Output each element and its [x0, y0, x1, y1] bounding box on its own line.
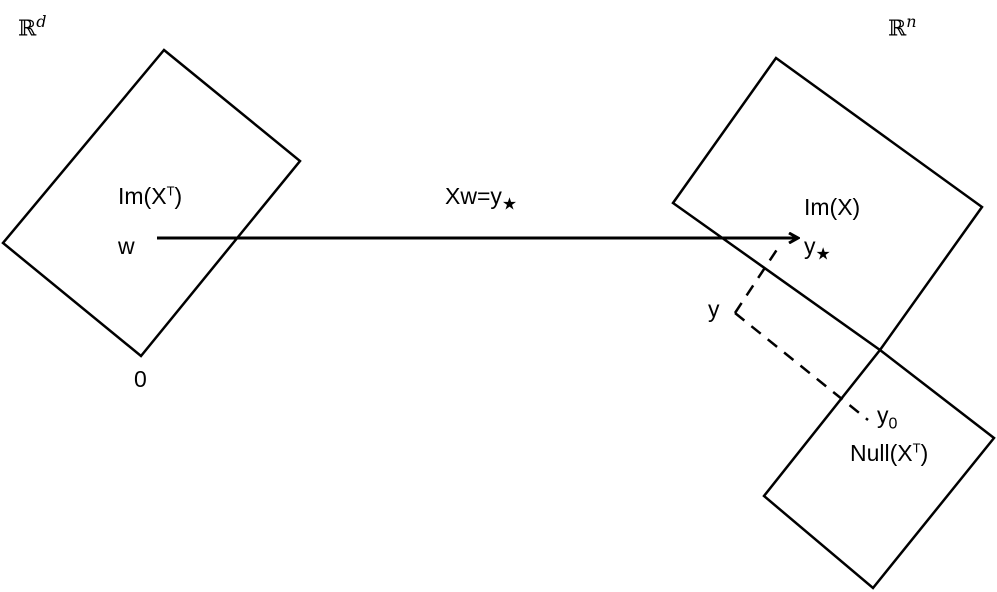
space-rn-exponent: n	[906, 12, 917, 31]
y-label: y	[708, 296, 720, 322]
equation-base: Xw=y	[445, 183, 502, 209]
equation-label: Xw=y★	[445, 183, 517, 213]
w-label: w	[118, 233, 135, 259]
y-star-label: y★	[804, 233, 831, 263]
y0-sub: 0	[888, 415, 898, 433]
y0-label: y0	[877, 402, 897, 433]
y-star-sub: ★	[815, 244, 831, 264]
im-xt-sup: T	[166, 183, 175, 199]
im-x-label: Im(X)	[804, 194, 861, 220]
null-xt-base: Null(X	[850, 440, 913, 466]
y0-base: y	[877, 402, 889, 428]
null-xt-region	[762, 348, 996, 590]
im-xt-label: Im(XT)	[118, 183, 183, 209]
space-rn-symbol: ℝ	[888, 16, 907, 42]
space-rd-symbol: ℝ	[18, 16, 37, 42]
space-rd-label: ℝd	[18, 14, 47, 40]
equation-sub: ★	[501, 194, 518, 214]
projection-to-ystar-line	[733, 247, 780, 314]
space-rd-exponent: d	[36, 12, 47, 31]
im-xt-close: )	[174, 183, 183, 209]
space-rn-label: ℝn	[888, 14, 917, 40]
projection-to-y0-line	[734, 312, 869, 421]
null-xt-close: )	[920, 440, 929, 466]
y-star-base: y	[804, 233, 816, 259]
null-xt-sup: T	[912, 440, 921, 456]
null-xt-label: Null(XT)	[850, 440, 929, 466]
origin-label: 0	[134, 366, 147, 392]
im-xt-base: Im(X	[118, 183, 167, 209]
im-xt-region	[1, 48, 302, 358]
